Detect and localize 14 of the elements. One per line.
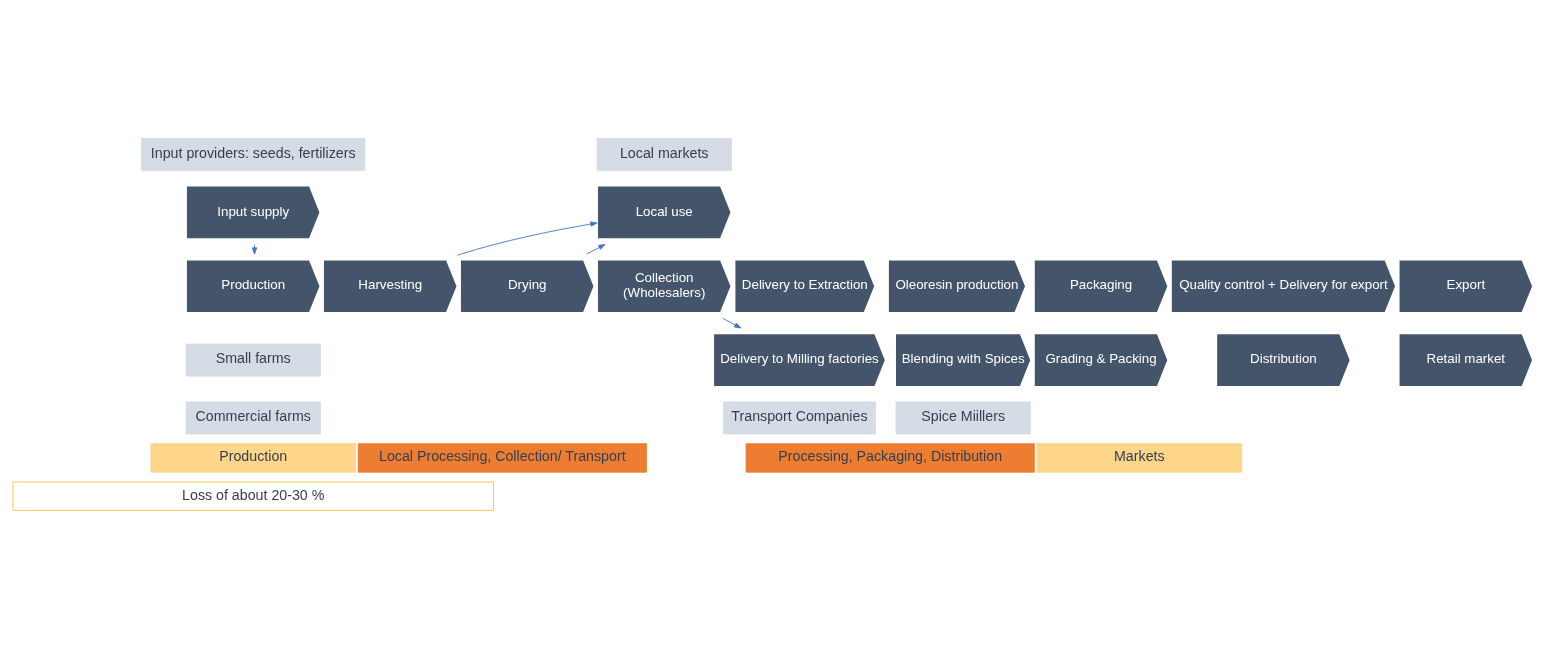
node-box: Local Processing, Collection/ Transport (357, 442, 647, 473)
node-box: Input providers: seeds, fertilizers (141, 137, 366, 171)
arrow (457, 220, 598, 256)
arrow (722, 317, 742, 328)
node-box: Small farms (185, 343, 321, 377)
node-box: Markets (1036, 442, 1243, 473)
node-box: Spice Miillers (895, 400, 1031, 434)
node-box: Production (150, 442, 356, 473)
node-box: Loss of about 20-30 % (12, 481, 494, 511)
node-box: Transport Companies (722, 400, 876, 434)
node-box: Local markets (596, 137, 732, 171)
node-box: Commercial farms (185, 400, 321, 434)
arrow (586, 243, 606, 255)
node-box: Processing, Packaging, Distribution (745, 442, 1035, 473)
